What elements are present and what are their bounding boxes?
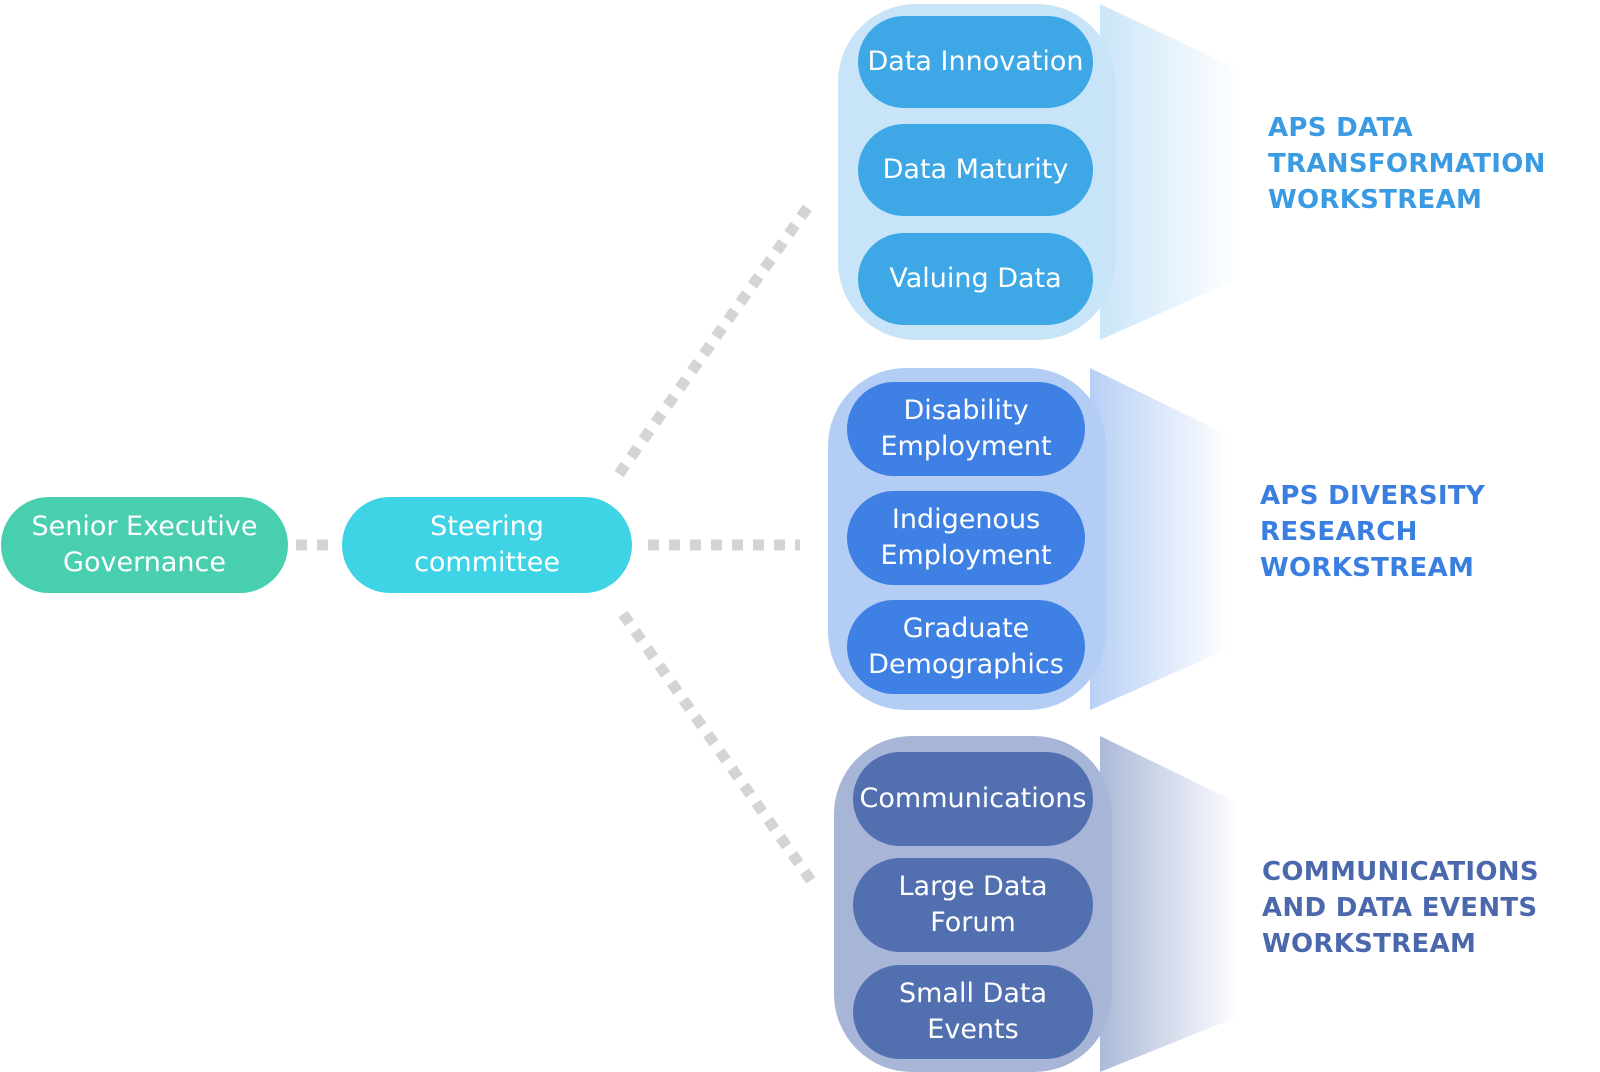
workstream-item-communications: Communications: [853, 752, 1093, 846]
connector-steering-top: [614, 200, 815, 478]
senior-executive-governance-node: Senior Executive Governance: [1, 497, 288, 593]
steering-committee-node: Steering committee: [342, 497, 632, 593]
workstream-title-communications-events: COMMUNICATIONS AND DATA EVENTS WORKSTREA…: [1262, 857, 1539, 959]
workstream-group-data-transformation: Data Innovation Data Maturity Valuing Da…: [838, 4, 1115, 340]
workstream-item-indigenous-employment: Indigenous Employment: [847, 491, 1085, 585]
workstream-item-graduate-demographics: Graduate Demographics: [847, 600, 1085, 694]
workstream-item-valuing-data: Valuing Data: [858, 233, 1093, 325]
workstream-item-large-data-forum: Large Data Forum: [853, 858, 1093, 952]
workstream-title-data-transformation: APS DATA TRANSFORMATION WORKSTREAM: [1268, 113, 1546, 215]
workstream-fade-3: [1100, 736, 1240, 1072]
workstream-group-communications-events: Communications Large Data Forum Small Da…: [834, 736, 1112, 1072]
workstream-item-disability-employment: Disability Employment: [847, 382, 1085, 476]
workstream-item-data-innovation: Data Innovation: [858, 16, 1093, 108]
workstream-group-diversity-research: Disability Employment Indigenous Employm…: [828, 368, 1106, 710]
workstream-item-small-data-events: Small Data Events: [853, 965, 1093, 1059]
workstream-fade-2: [1090, 368, 1230, 710]
workstream-title-diversity-research: APS DIVERSITY RESEARCH WORKSTREAM: [1260, 481, 1485, 583]
workstream-item-data-maturity: Data Maturity: [858, 124, 1093, 216]
workstream-fade-1: [1100, 4, 1240, 340]
connector-steering-bottom: [618, 610, 817, 886]
